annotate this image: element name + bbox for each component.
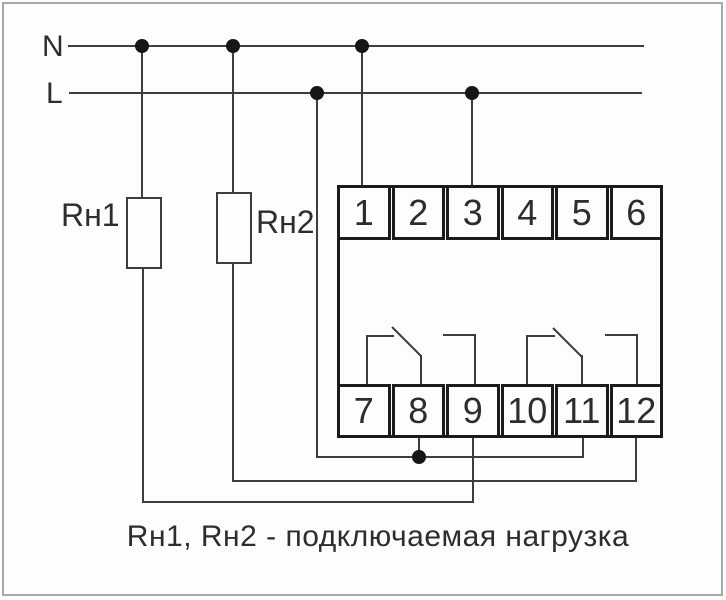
contact1-common8-vertical	[420, 355, 422, 385]
load1-label: Rн1	[61, 197, 120, 233]
contact2-fixed12-arm	[605, 334, 638, 336]
terminal-4: 4	[500, 185, 554, 240]
terminal11-stub	[582, 438, 584, 458]
contact1-fixed7-arm	[366, 335, 394, 337]
bottom-terminal-strip: 7 8 9 10 11 12	[337, 384, 663, 438]
contact2-common11-vertical	[581, 355, 583, 385]
terminal-12: 12	[609, 384, 663, 438]
terminal-1: 1	[337, 185, 391, 240]
terminal-11: 11	[555, 384, 609, 438]
junction-dot-neutral-terminal1	[355, 39, 369, 53]
wire-neutral-to-load1	[141, 46, 143, 197]
wire-load2-down	[232, 264, 234, 482]
junction-dot-line-left	[310, 86, 324, 100]
terminal8-stub	[418, 438, 420, 458]
junction-dot-neutral-load1	[135, 39, 149, 53]
load2-label: Rн2	[256, 204, 315, 240]
line-label: L	[46, 77, 63, 110]
terminal12-stub	[635, 438, 637, 482]
diagram-caption: Rн1, Rн2 - подключаемая нагрузка	[126, 520, 630, 553]
wire-load1-to-terminal9	[142, 501, 473, 503]
contact2-fixed10-vertical	[526, 336, 528, 385]
wire-neutral-to-terminal1	[361, 46, 363, 185]
wire-line-down-left-of-device	[316, 93, 318, 458]
line-bus-wire	[69, 92, 642, 94]
load2-resistor	[216, 192, 252, 264]
junction-dot-line-terminal3	[465, 86, 479, 100]
contact2-fixed10-arm	[526, 335, 555, 337]
terminal-8: 8	[391, 384, 445, 438]
junction-dot-terminal8	[412, 450, 426, 464]
wire-load2-to-terminal12	[232, 480, 636, 482]
terminal9-stub	[472, 438, 474, 503]
junction-dot-neutral-load2	[226, 39, 240, 53]
terminal-2: 2	[391, 185, 445, 240]
load1-resistor	[126, 197, 162, 269]
wire-line-to-terminals8-11	[316, 456, 583, 458]
wire-load1-down	[142, 269, 144, 503]
contact1-fixed7-vertical	[366, 336, 368, 385]
top-terminal-strip: 1 2 3 4 5 6	[337, 185, 663, 240]
contact2-fixed12-vertical	[636, 334, 638, 385]
terminal-3: 3	[446, 185, 500, 240]
neutral-label: N	[42, 30, 64, 63]
terminal-9: 9	[446, 384, 500, 438]
terminal-6: 6	[609, 185, 663, 240]
terminal-5: 5	[555, 185, 609, 240]
terminal-10: 10	[500, 384, 554, 438]
terminal-7: 7	[337, 384, 391, 438]
relay-device-body	[337, 185, 663, 438]
contact1-fixed9-vertical	[474, 334, 476, 385]
wire-line-to-terminal3	[471, 93, 473, 185]
contact1-fixed9-arm	[443, 334, 476, 336]
wire-neutral-to-load2	[232, 46, 234, 192]
